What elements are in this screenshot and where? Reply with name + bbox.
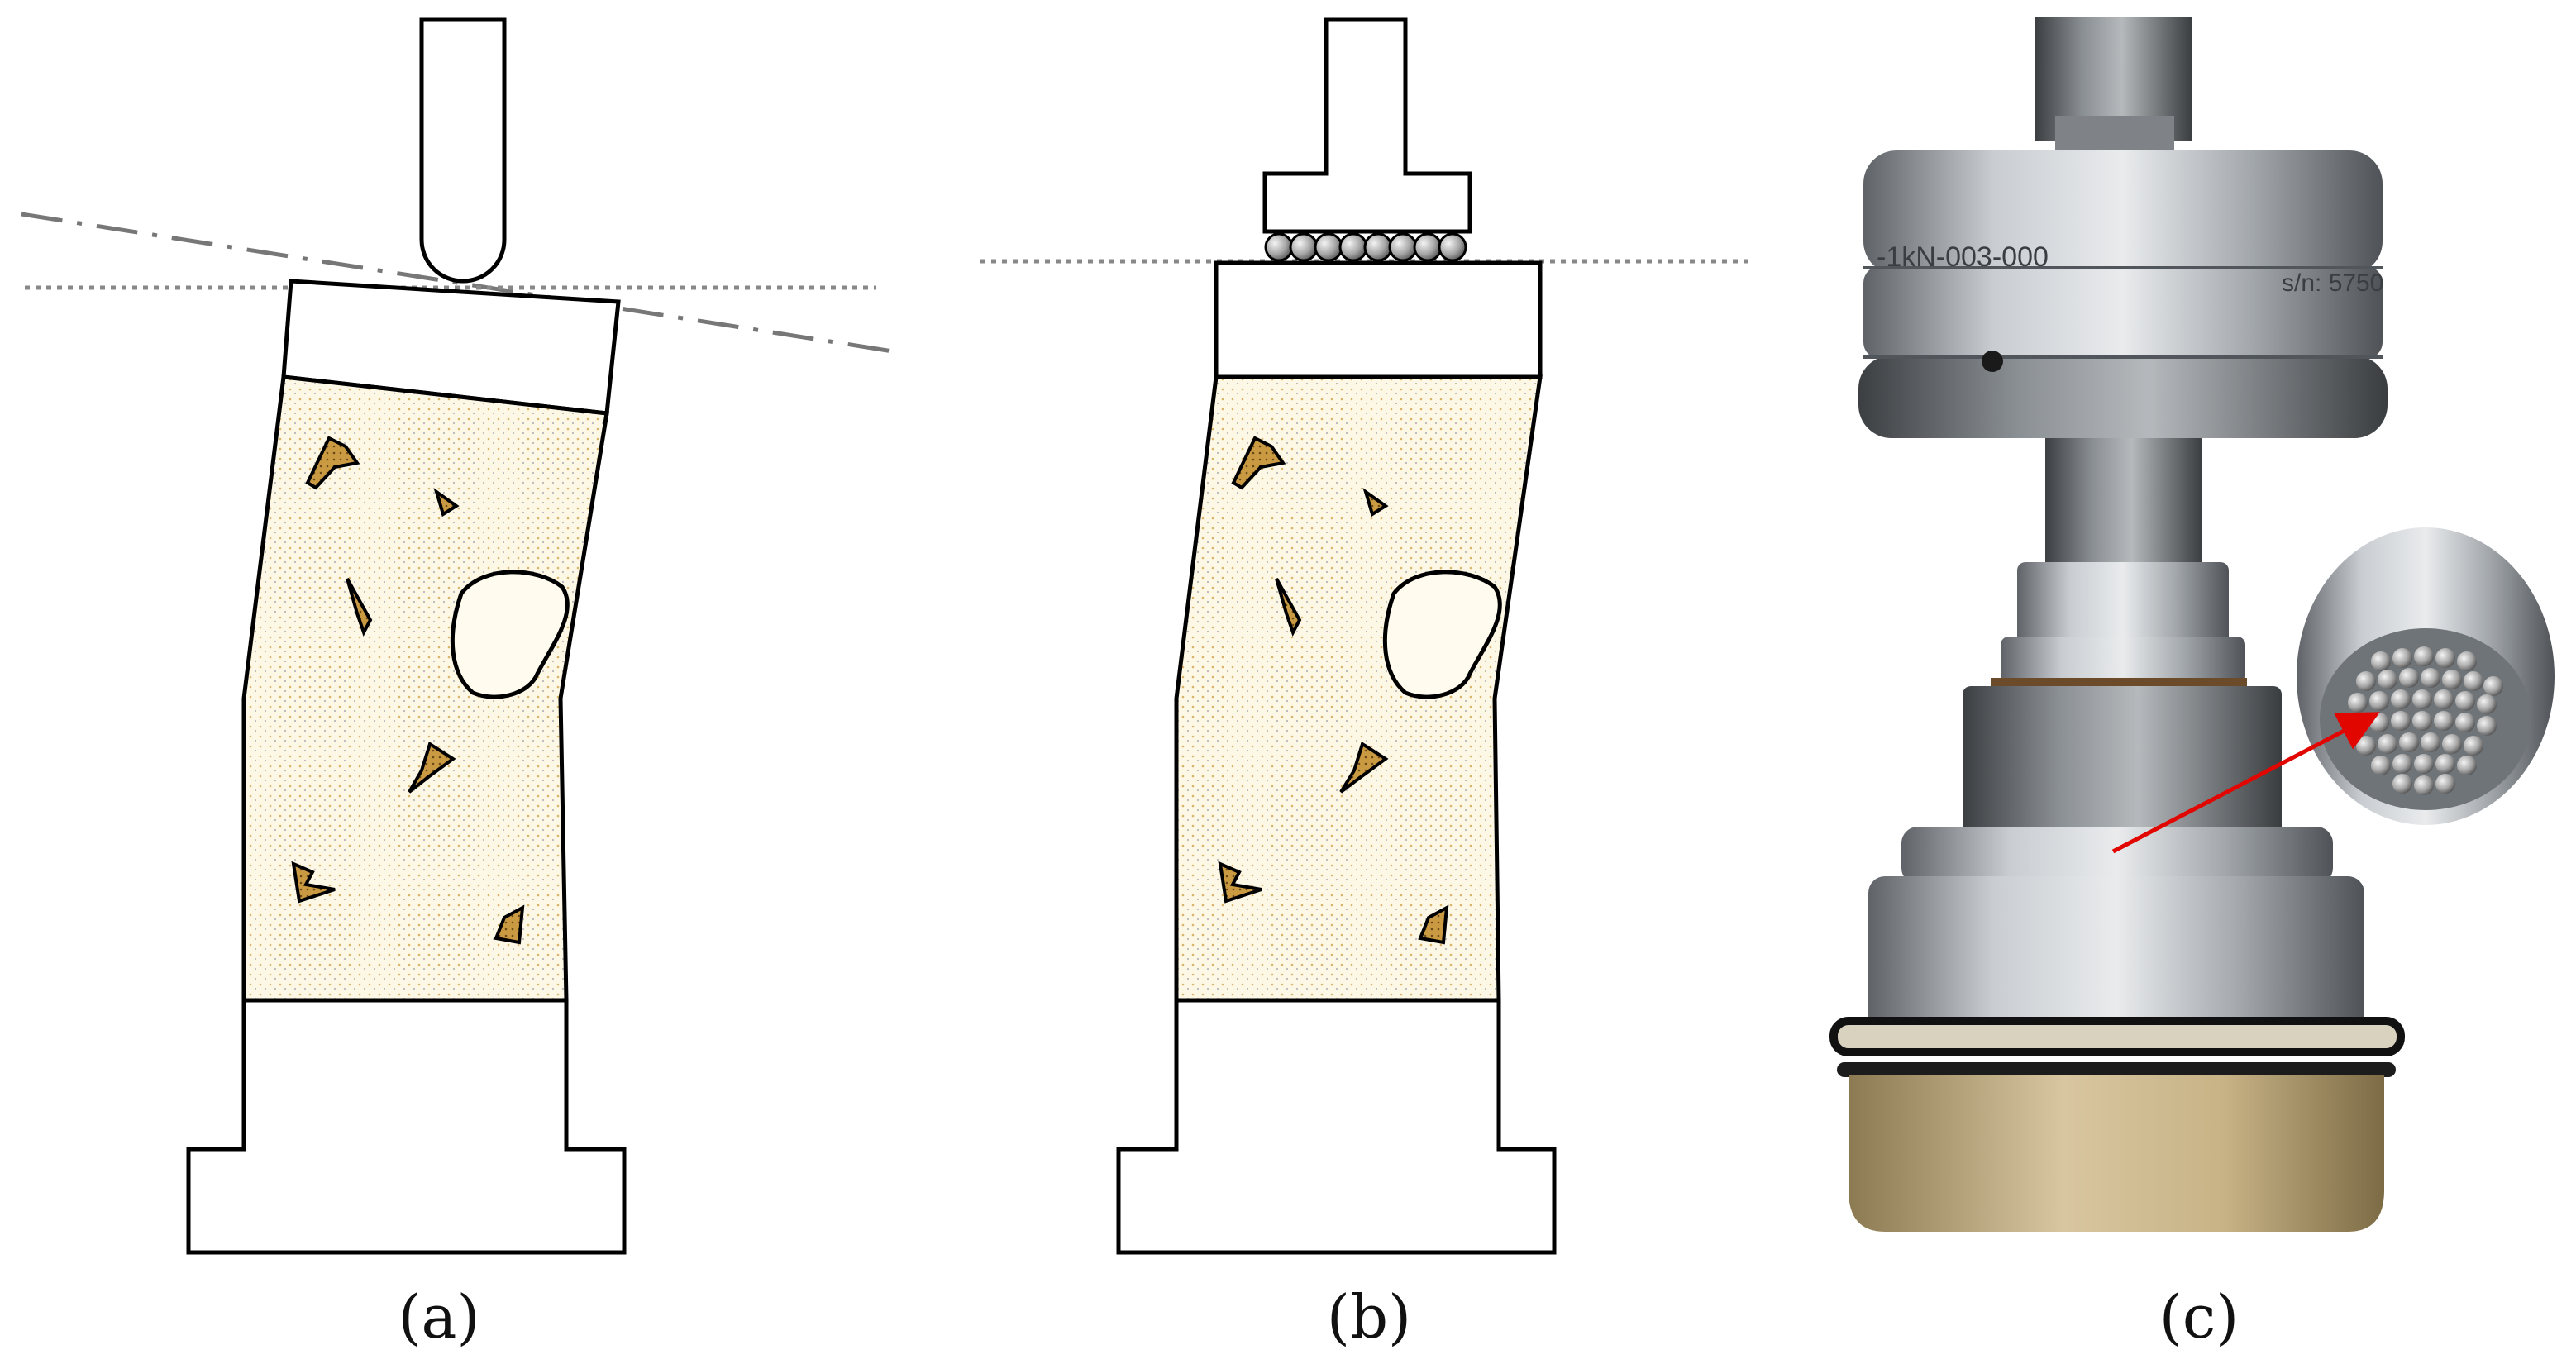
panel-a-caption: (a) (398, 1282, 479, 1352)
base-block-b (1116, 998, 1557, 1255)
t-shaped-punch (1262, 17, 1472, 234)
panel-c-photo: -1kN-003-000 s/n: 5750 (1829, 17, 2555, 1352)
pore-b (1382, 570, 1502, 699)
top-cap-b (1214, 260, 1543, 379)
fixture-base (1868, 876, 2364, 1033)
neck (2045, 438, 2202, 570)
panel-b-caption: (b) (1327, 1282, 1411, 1352)
ball-seat-sleeve (1963, 686, 2282, 851)
aggregates-b (1218, 436, 1449, 945)
specimen-body-b (1174, 374, 1543, 1003)
load-cell-model-text: -1kN-003-000 (1877, 241, 2049, 273)
ball-head-inset (2297, 527, 2555, 825)
load-cell-serial-text: s/n: 5750 (2282, 269, 2383, 297)
rounded-indenter (419, 17, 507, 284)
panel-c-caption: (c) (2159, 1282, 2240, 1352)
ball-bearing-row (1264, 232, 1467, 262)
red-arrow (2111, 712, 2380, 854)
specimen-body (241, 374, 609, 1003)
panel-b: (b) (980, 17, 1748, 1352)
base-block (186, 998, 627, 1255)
aggregates (291, 436, 525, 945)
load-cell: -1kN-003-000 s/n: 5750 (1858, 150, 2388, 438)
panel-a: (a) (21, 17, 894, 1352)
specimen-container (1849, 1075, 2384, 1232)
pore (450, 570, 570, 699)
load-cell-port (1982, 351, 2003, 372)
